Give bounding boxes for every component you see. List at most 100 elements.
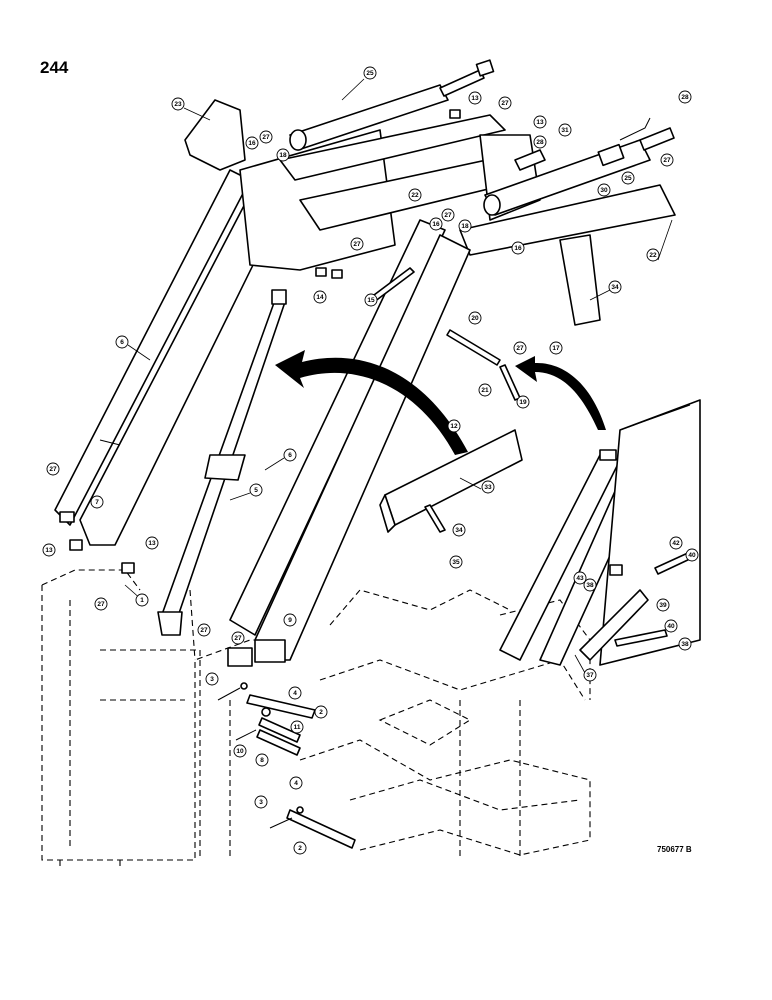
callout-number: 7 xyxy=(95,499,99,506)
callout-number: 4 xyxy=(294,780,298,787)
lower-pins-and-bolts xyxy=(217,639,356,849)
callout-number: 35 xyxy=(452,559,460,566)
callout-18: 18 xyxy=(458,219,472,233)
callout-34: 34 xyxy=(452,523,466,537)
callout-number: 3 xyxy=(259,799,263,806)
callout-number: 27 xyxy=(262,134,270,141)
callout-number: 16 xyxy=(248,140,256,147)
callout-number: 39 xyxy=(659,602,667,609)
callout-22: 22 xyxy=(646,248,660,262)
callout-number: 13 xyxy=(471,95,479,102)
callout-number: 8 xyxy=(260,757,264,764)
callout-number: 4 xyxy=(293,690,297,697)
callout-14: 14 xyxy=(313,290,327,304)
callout-number: 18 xyxy=(279,152,287,159)
callout-number: 42 xyxy=(672,540,680,547)
callout-number: 23 xyxy=(174,101,182,108)
callout-number: 28 xyxy=(681,94,689,101)
callout-number: 14 xyxy=(316,294,324,301)
callout-28: 28 xyxy=(678,90,692,104)
drawing-number: 750677 B xyxy=(657,845,692,854)
callout-25: 25 xyxy=(621,171,635,185)
callout-number: 27 xyxy=(200,627,208,634)
callout-38: 38 xyxy=(678,637,692,651)
callout-3: 3 xyxy=(205,672,219,686)
callout-25: 25 xyxy=(363,66,377,80)
callout-number: 31 xyxy=(561,127,569,134)
callout-number: 9 xyxy=(288,617,292,624)
callout-number: 13 xyxy=(536,119,544,126)
callout-number: 11 xyxy=(294,724,301,731)
callout-9: 9 xyxy=(283,613,297,627)
callout-19: 19 xyxy=(516,395,530,409)
callout-number: 20 xyxy=(471,315,479,322)
callout-number: 22 xyxy=(649,252,657,259)
callout-number: 6 xyxy=(288,452,292,459)
callout-number: 34 xyxy=(455,527,463,534)
callout-number: 27 xyxy=(444,212,452,219)
callout-number: 2 xyxy=(319,709,323,716)
callout-27: 27 xyxy=(660,153,674,167)
callout-30: 30 xyxy=(597,183,611,197)
callout-number: 6 xyxy=(120,339,124,346)
callout-number: 25 xyxy=(624,175,632,182)
callout-27: 27 xyxy=(94,597,108,611)
callout-10: 10 xyxy=(233,744,247,758)
callout-35: 35 xyxy=(449,555,463,569)
callout-4: 4 xyxy=(288,686,302,700)
callout-number: 1 xyxy=(140,597,144,604)
lift-cylinder-5 xyxy=(157,289,287,636)
callout-5: 5 xyxy=(249,483,263,497)
callout-number: 12 xyxy=(450,423,458,430)
callout-16: 16 xyxy=(511,241,525,255)
callout-43: 43 xyxy=(573,571,587,585)
callout-21: 21 xyxy=(478,383,492,397)
callout-27: 27 xyxy=(498,96,512,110)
callout-number: 2 xyxy=(298,845,302,852)
callout-27: 27 xyxy=(259,130,273,144)
callout-11: 11 xyxy=(290,720,304,734)
callout-4: 4 xyxy=(289,776,303,790)
callout-16: 16 xyxy=(245,136,259,150)
callout-6: 6 xyxy=(283,448,297,462)
callout-28: 28 xyxy=(533,135,547,149)
callout-number: 37 xyxy=(586,672,594,679)
callout-number: 18 xyxy=(461,223,469,230)
callout-number: 27 xyxy=(49,466,57,473)
callout-number: 15 xyxy=(367,297,375,304)
callout-31: 31 xyxy=(558,123,572,137)
callout-27: 27 xyxy=(46,462,60,476)
callout-8: 8 xyxy=(255,753,269,767)
callout-39: 39 xyxy=(656,598,670,612)
callout-27: 27 xyxy=(197,623,211,637)
callout-number: 17 xyxy=(552,345,560,352)
callout-7: 7 xyxy=(90,495,104,509)
callout-13: 13 xyxy=(533,115,547,129)
callout-number: 3 xyxy=(210,676,214,683)
callout-labels: 2523132728133128162718272530221627182722… xyxy=(42,66,699,855)
callout-number: 13 xyxy=(45,547,53,554)
callout-number: 16 xyxy=(432,221,440,228)
callout-33: 33 xyxy=(481,480,495,494)
callout-13: 13 xyxy=(145,536,159,550)
callout-number: 40 xyxy=(667,623,675,630)
callout-number: 27 xyxy=(353,241,361,248)
callout-13: 13 xyxy=(468,91,482,105)
callout-34: 34 xyxy=(608,280,622,294)
callout-number: 13 xyxy=(148,540,156,547)
callout-40: 40 xyxy=(664,619,678,633)
callout-number: 28 xyxy=(536,139,544,146)
callout-6: 6 xyxy=(115,335,129,349)
callout-number: 19 xyxy=(519,399,527,406)
callout-number: 22 xyxy=(411,192,419,199)
callout-number: 40 xyxy=(688,552,696,559)
callout-37: 37 xyxy=(583,668,597,682)
callout-40: 40 xyxy=(685,548,699,562)
callout-27: 27 xyxy=(513,341,527,355)
callout-27: 27 xyxy=(441,208,455,222)
callout-number: 27 xyxy=(234,635,242,642)
callout-number: 21 xyxy=(481,387,489,394)
callout-22: 22 xyxy=(408,188,422,202)
callout-number: 27 xyxy=(501,100,509,107)
